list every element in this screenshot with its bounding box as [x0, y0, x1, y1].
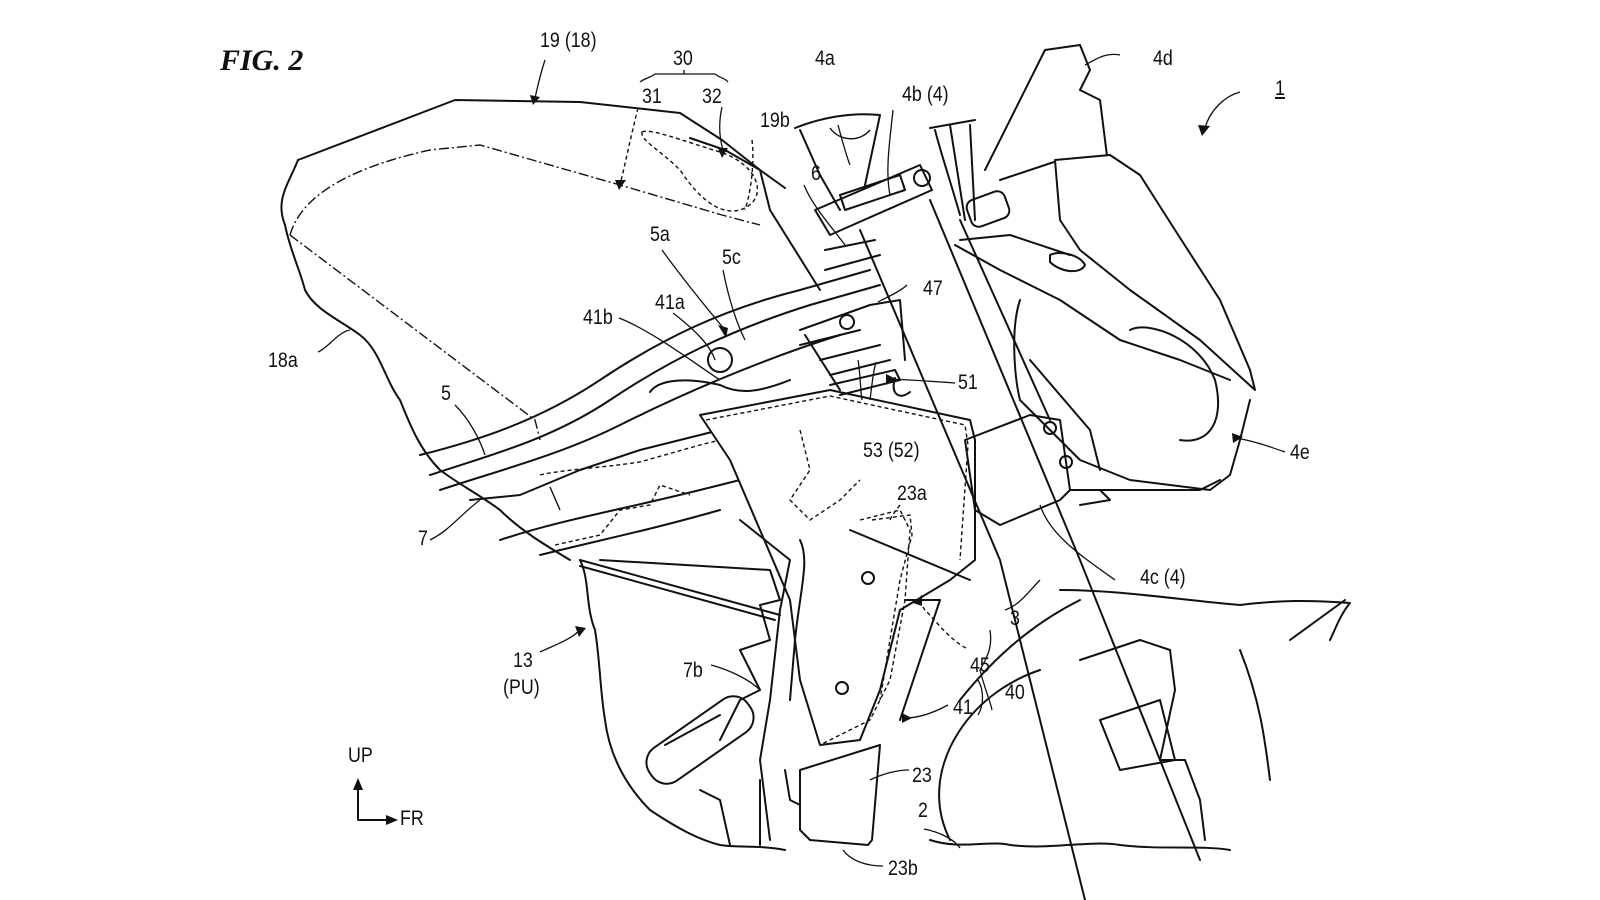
label-3: 3	[1010, 607, 1020, 630]
lid-part-30	[641, 130, 821, 291]
clamp-4c	[964, 414, 1111, 526]
orientation-up-label: UP	[348, 744, 373, 767]
label-pu: (PU)	[503, 676, 540, 699]
power-unit-13	[579, 519, 806, 851]
label-51: 51	[958, 371, 978, 394]
figure-title: FIG. 2	[220, 44, 304, 77]
label-47: 47	[923, 277, 943, 300]
label-2: 2	[918, 799, 928, 822]
fairing-4d-4e	[954, 44, 1256, 491]
label-6: 6	[811, 162, 821, 185]
label-5: 5	[441, 382, 451, 405]
bracket-23	[784, 744, 881, 846]
label-5a: 5a	[650, 223, 670, 246]
label-23a: 23a	[897, 482, 927, 505]
bracket-41	[649, 347, 976, 746]
label-19b: 19b	[760, 109, 790, 132]
label-19-18: 19 (18)	[540, 29, 597, 52]
label-41: 41	[953, 696, 973, 719]
orientation-indicator	[353, 778, 398, 825]
leader-lines	[317, 53, 1286, 867]
label-4b-4: 4b (4)	[902, 83, 949, 106]
label-18a: 18a	[268, 349, 298, 372]
label-1: 1	[1275, 77, 1285, 100]
label-23: 23	[912, 764, 932, 787]
label-32: 32	[702, 85, 722, 108]
label-13: 13	[513, 649, 533, 672]
label-41a: 41a	[655, 291, 685, 314]
label-40: 40	[1005, 681, 1025, 704]
clip-47	[799, 299, 911, 397]
fuel-tank-cover-19	[280, 99, 786, 561]
label-7: 7	[418, 527, 428, 550]
label-41b: 41b	[583, 306, 613, 329]
label-23b: 23b	[888, 857, 918, 880]
label-4a: 4a	[815, 47, 835, 70]
label-45: 45	[970, 654, 990, 677]
label-4d: 4d	[1153, 47, 1173, 70]
label-5c: 5c	[722, 246, 741, 269]
label-7b: 7b	[683, 659, 703, 682]
label-4c-4: 4c (4)	[1140, 566, 1186, 589]
front-fender-2	[929, 589, 1351, 851]
up-arrow-icon	[353, 778, 363, 790]
label-4e: 4e	[1290, 441, 1310, 464]
label-31: 31	[642, 85, 662, 108]
label-53-52: 53 (52)	[863, 439, 920, 462]
front-arrow-icon	[386, 815, 398, 825]
orientation-front-label: FR	[400, 807, 424, 830]
label-30: 30	[673, 47, 693, 70]
